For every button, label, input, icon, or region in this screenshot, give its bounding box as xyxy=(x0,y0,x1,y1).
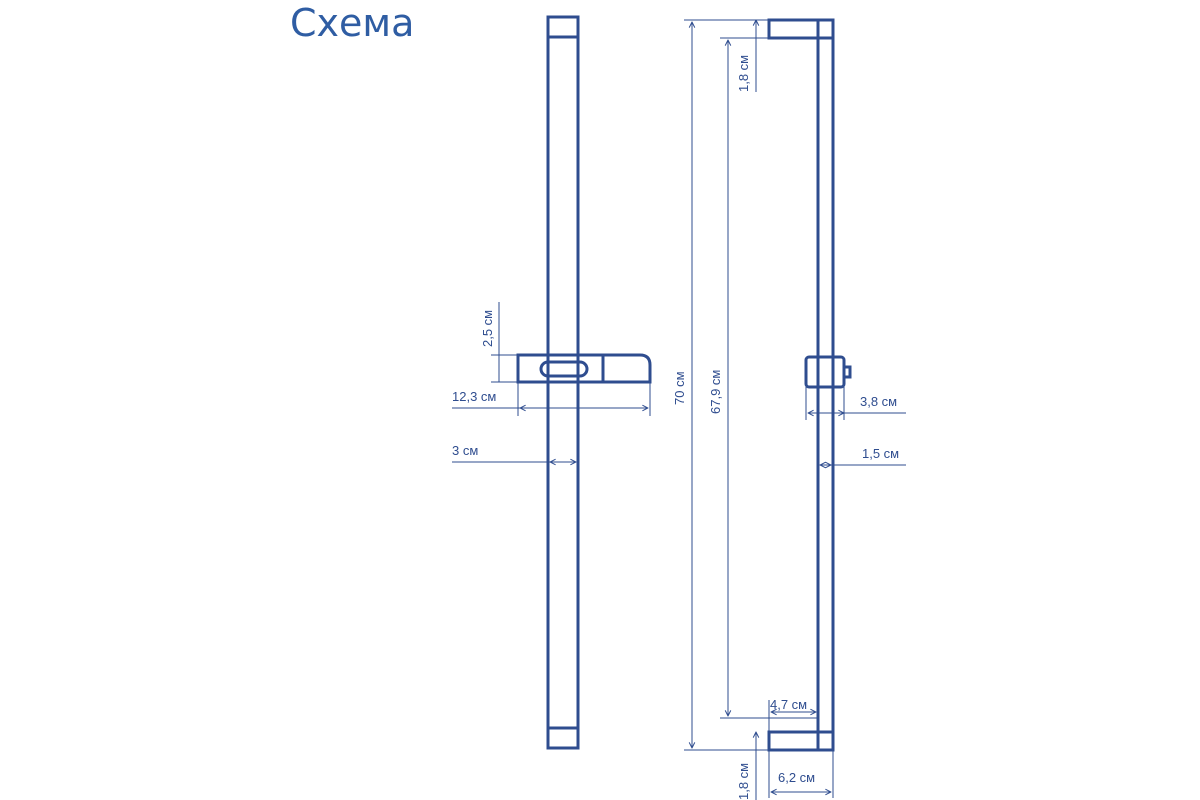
page-title: Схема xyxy=(290,1,414,45)
dim-holder-height-label: 2,5 см xyxy=(480,310,495,347)
side-slider xyxy=(804,355,846,389)
dim-bottom-bracket-label: 1,8 см xyxy=(736,763,751,800)
side-bar xyxy=(816,18,835,752)
dim-top-bracket-label: 1,8 см xyxy=(736,55,751,92)
side-view: 70 см 67,9 см 1,8 см 3,8 см 1,5 см 4,7 с… xyxy=(672,18,906,800)
dim-bracket-depth-label: 6,2 см xyxy=(778,770,815,785)
dim-slider-depth-label: 3,8 см xyxy=(860,394,897,409)
dim-bar-length-label: 67,9 см xyxy=(708,370,723,414)
front-holder xyxy=(516,353,652,384)
front-view: 2,5 см 12,3 см 3 см xyxy=(452,15,652,750)
side-top-bracket xyxy=(767,18,835,40)
dim-bar-depth-label: 1,5 см xyxy=(862,446,899,461)
dim-bar-width-label: 3 см xyxy=(452,443,478,458)
side-slider-knob xyxy=(842,365,852,379)
dim-holder-length-label: 12,3 см xyxy=(452,389,496,404)
dim-total-height-label: 70 см xyxy=(672,371,687,405)
front-holder-slot xyxy=(539,360,589,378)
side-bottom-bracket xyxy=(767,730,835,752)
dim-bracket-offset-label: 4,7 см xyxy=(770,697,807,712)
